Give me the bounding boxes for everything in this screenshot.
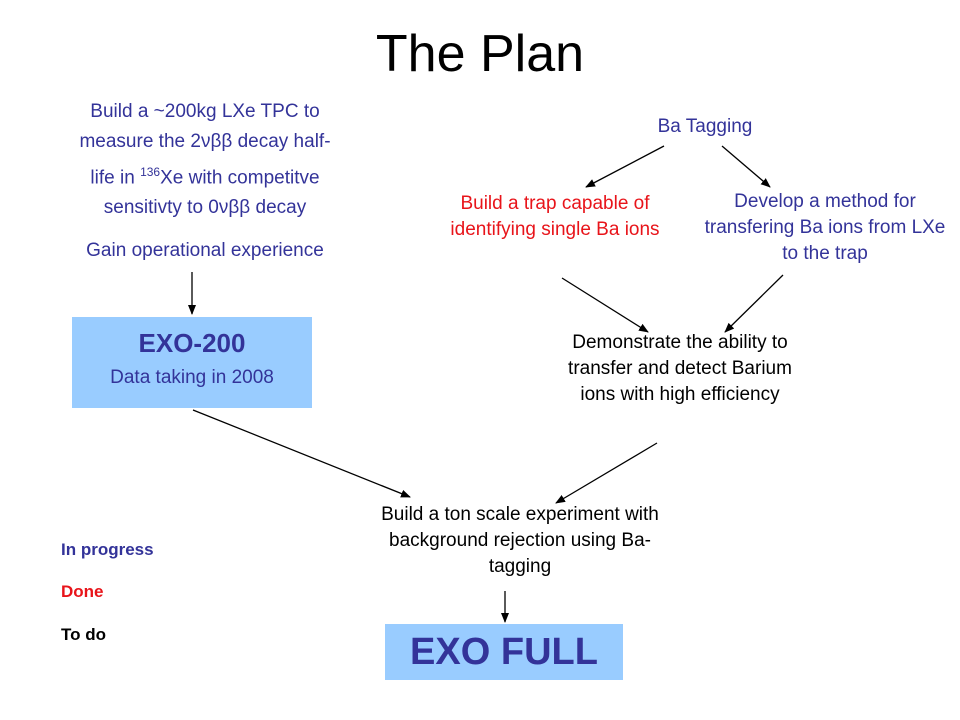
exo200-title: EXO-200: [138, 328, 246, 358]
exo200-goal-text: Build a ~200kg LXe TPC to measure the 2ν…: [40, 97, 370, 223]
exo-full-title: EXO FULL: [410, 631, 598, 673]
legend-done: Done: [61, 582, 104, 601]
exo200-subtitle: Data taking in 2008: [110, 367, 274, 388]
goal-line-2: measure the 2νββ decay half-: [79, 131, 331, 152]
goal-line-3: life in 136Xe with competitve: [90, 165, 320, 189]
arrow-demonstrate-to-ton: [555, 442, 658, 504]
demonstrate-text: Demonstrate the ability to transfer and …: [568, 332, 792, 405]
exo-full-box: EXO FULL: [385, 624, 623, 680]
slide-title: The Plan: [375, 25, 585, 83]
arrow-trap-to-demonstrate: [561, 277, 649, 333]
goal-line-1: Build a ~200kg LXe TPC to: [90, 101, 320, 122]
legend-in-progress: In progress: [61, 540, 154, 559]
legend-todo: To do: [61, 625, 106, 644]
arrow-ba-to-trap: [585, 145, 665, 188]
trap-text: Build a trap capable of identifying sing…: [450, 193, 660, 240]
ton-scale-text: Build a ton scale experiment with backgr…: [381, 504, 659, 577]
gain-experience-text: Gain operational experience: [86, 240, 324, 261]
arrow-ba-to-method: [721, 145, 771, 188]
ba-tagging-text: Ba Tagging: [657, 116, 753, 137]
method-text: Develop a method for transfering Ba ions…: [704, 191, 946, 264]
arrow-exo200-to-ton: [192, 409, 411, 498]
arrow-method-to-demonstrate: [724, 274, 784, 333]
goal-line-4: sensitivty to 0νββ decay: [103, 197, 307, 219]
exo200-box: EXO-200 Data taking in 2008: [72, 317, 312, 408]
